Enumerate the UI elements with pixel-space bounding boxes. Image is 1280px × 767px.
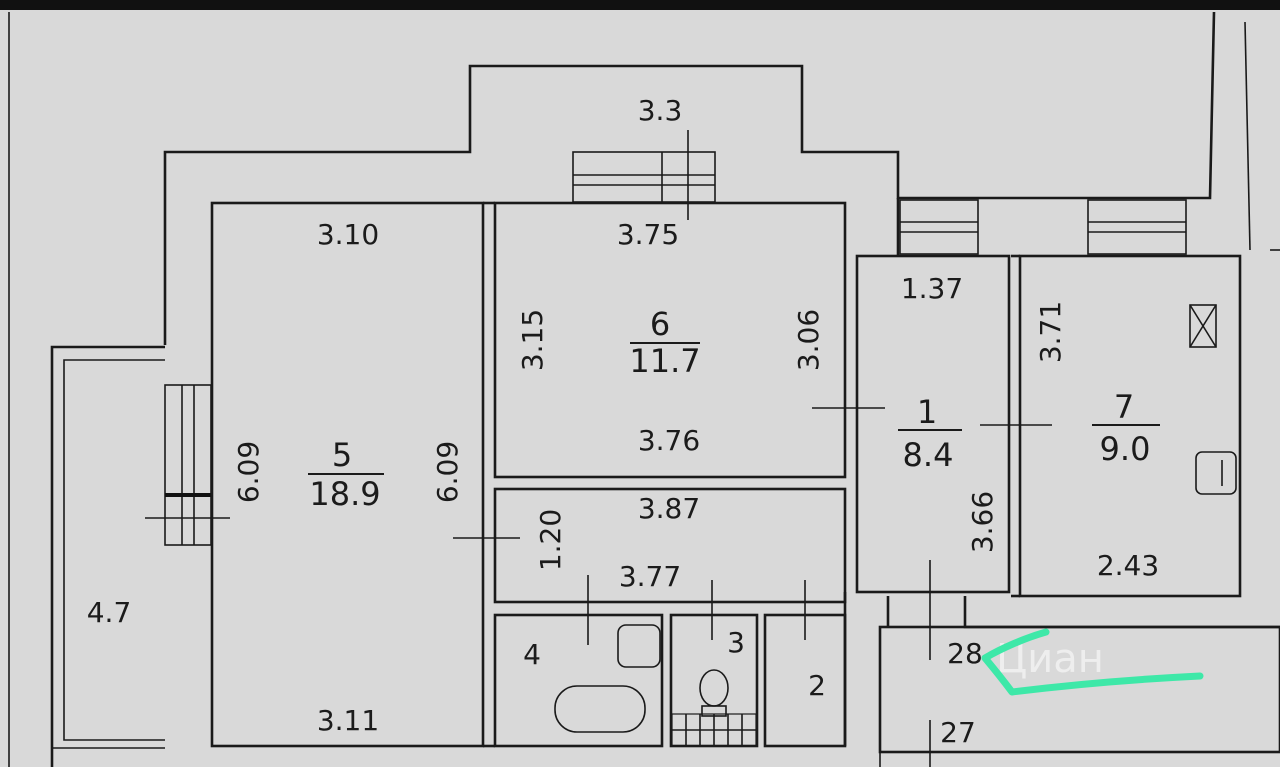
dim-3-77: 3.77 [619, 560, 681, 593]
stair-landing [878, 625, 1280, 754]
room-1-area: 8.4 [903, 436, 954, 474]
dim-3-06: 3.06 [792, 309, 825, 371]
room-4-number: 4 [523, 638, 541, 671]
room-7-area: 9.0 [1100, 430, 1151, 468]
corridor [493, 487, 847, 604]
left-balcony [50, 345, 165, 767]
window-top-center [572, 151, 716, 203]
dim-3-66: 3.66 [966, 491, 999, 553]
room-6 [493, 201, 847, 479]
number-27: 27 [940, 716, 976, 749]
room-5-area: 18.9 [309, 475, 380, 513]
room-5-number: 5 [332, 436, 352, 474]
dim-1-37: 1.37 [901, 272, 963, 305]
dim-3-76: 3.76 [638, 424, 700, 457]
room-3-number: 3 [727, 626, 745, 659]
dim-3-87: 3.87 [638, 492, 700, 525]
bathtub [554, 685, 646, 733]
dim-3-11: 3.11 [317, 704, 379, 737]
balcony-top-area: 3.3 [638, 94, 683, 127]
top-edge [0, 0, 1280, 10]
room-6-area: 11.7 [629, 342, 700, 380]
dim-3-10: 3.10 [317, 218, 379, 251]
room-1 [855, 254, 1011, 594]
dim-3-75: 3.75 [617, 218, 679, 251]
stove-icon [1189, 304, 1217, 348]
room-7 [1018, 254, 1242, 598]
number-28: 28 [947, 637, 983, 670]
room-7-number: 7 [1114, 388, 1134, 426]
annotation-arrow [981, 628, 1204, 696]
kitchen-sink-icon [1195, 451, 1237, 495]
door-marks [145, 130, 1052, 767]
toilet [671, 669, 757, 747]
dim-3-71: 3.71 [1034, 301, 1067, 363]
sink [617, 624, 661, 668]
dim-6-09-right: 6.09 [431, 441, 464, 503]
dim-3-15: 3.15 [516, 309, 549, 371]
room-2-number: 2 [808, 669, 826, 702]
room-4 [493, 613, 664, 748]
dim-1-20: 1.20 [534, 509, 567, 571]
dim-6-09-left: 6.09 [232, 441, 265, 503]
outer-wall [163, 11, 1216, 345]
dim-2-43: 2.43 [1097, 549, 1159, 582]
window-top-right-2 [1087, 199, 1187, 255]
room-5 [210, 201, 485, 748]
room-6-number: 6 [650, 305, 670, 343]
balcony-left-area: 4.7 [87, 596, 132, 629]
window-left [164, 384, 212, 546]
window-top-right-1 [899, 199, 979, 255]
room-1-number: 1 [917, 393, 937, 431]
